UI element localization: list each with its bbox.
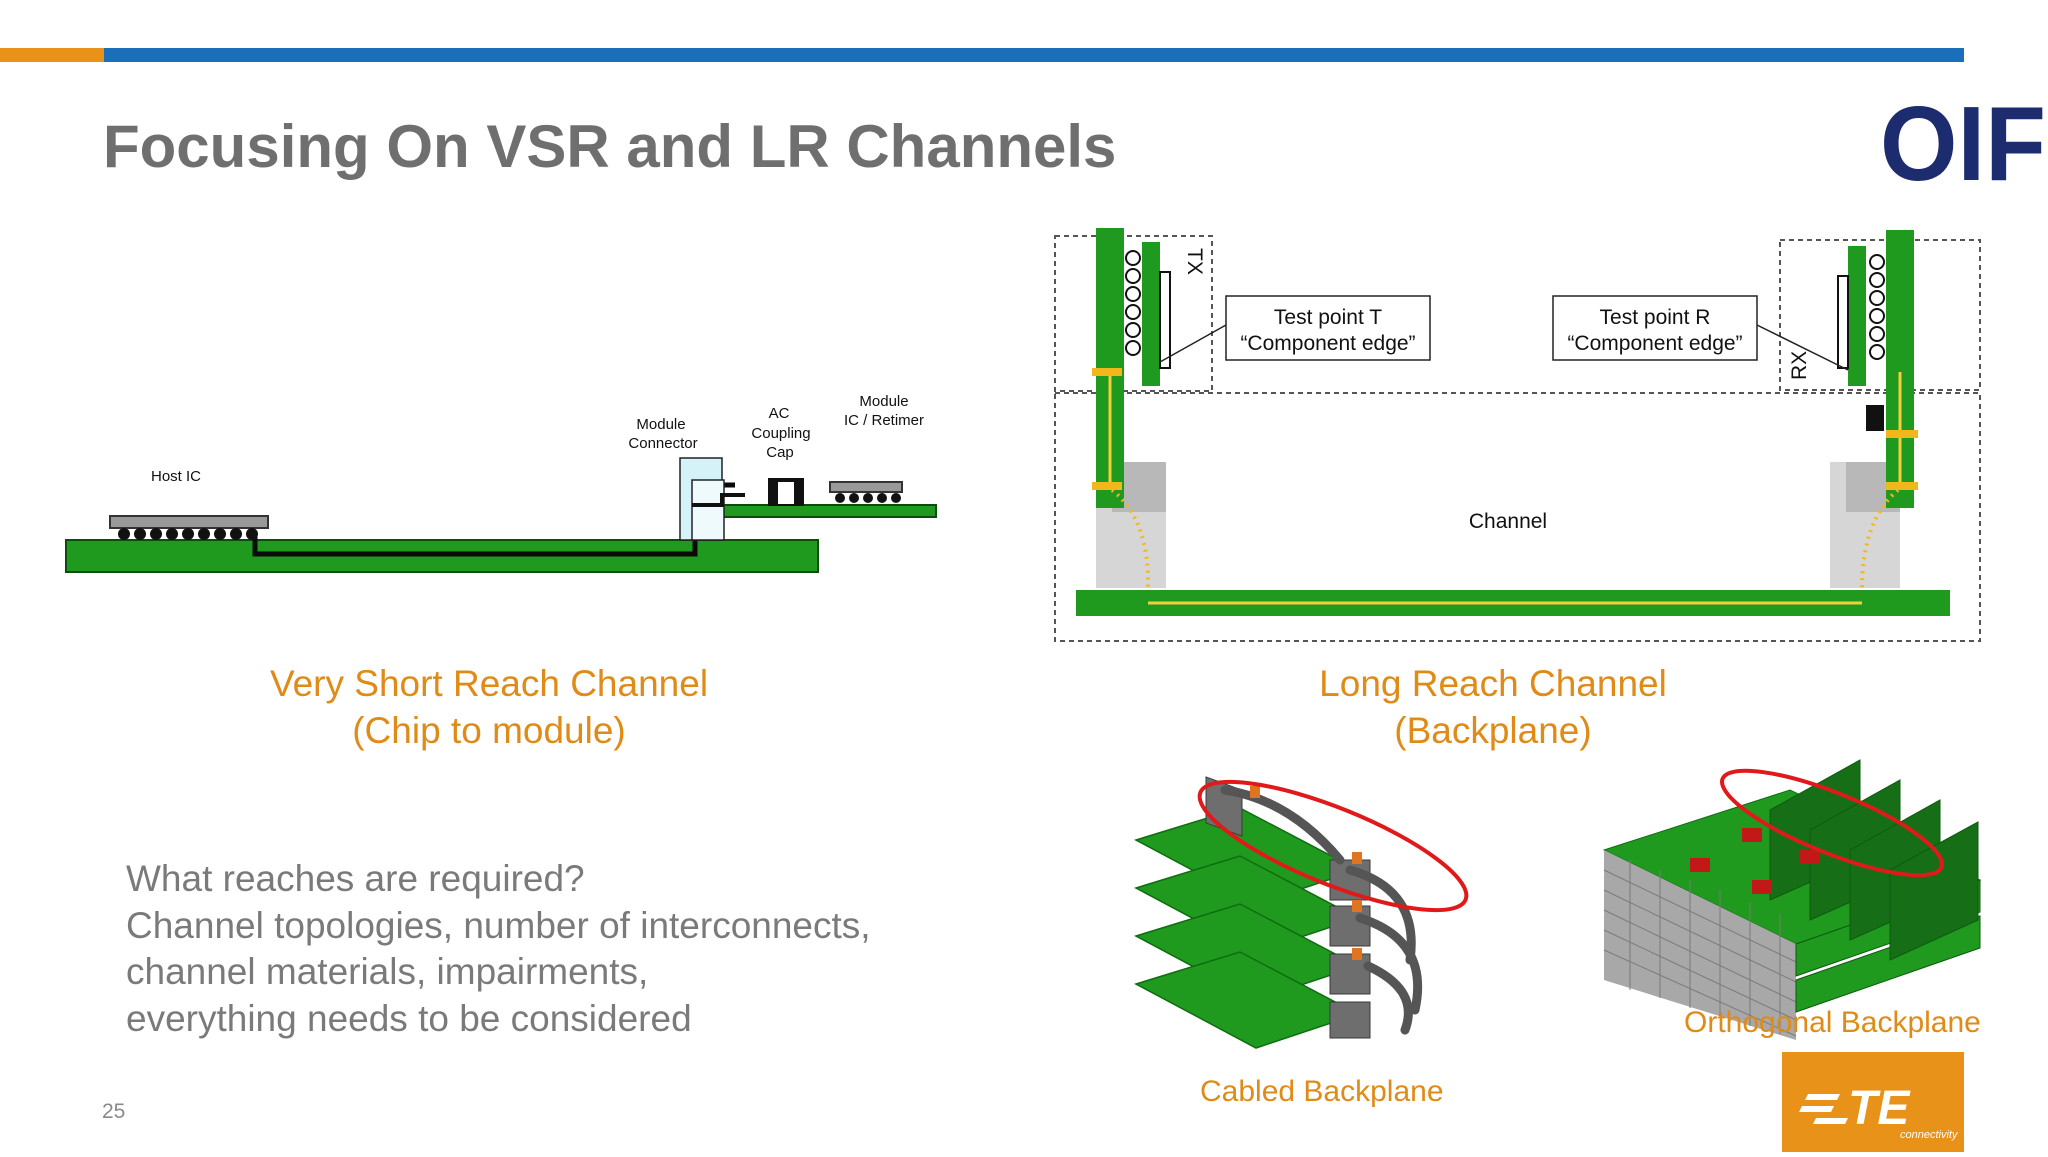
cabled-backplane-caption: Cabled Backplane xyxy=(1200,1075,1444,1108)
slide-title: Focusing On VSR and LR Channels xyxy=(103,113,1117,180)
test-point-r-label-1: Test point R xyxy=(1600,306,1711,329)
orthogonal-backplane-image xyxy=(1602,759,1982,1040)
te-connectivity-logo: TE connectivity xyxy=(1782,1052,1964,1152)
tx-label: TX xyxy=(1183,248,1206,275)
test-point-r-box xyxy=(1552,295,1758,361)
module-board xyxy=(721,504,937,518)
orthogonal-backplane-caption: Orthogonal Backplane xyxy=(1684,1006,1981,1039)
module-ic-package xyxy=(829,481,903,493)
te-logo-mark: TE connectivity xyxy=(1799,1082,1959,1141)
tx-dashed-box xyxy=(1054,235,1213,392)
lr-caption-line1: Long Reach Channel xyxy=(1319,663,1667,704)
rx-dashed-box xyxy=(1779,239,1981,391)
host-ic-balls xyxy=(118,528,258,540)
module-ic-label-2: IC / Retimer xyxy=(844,412,924,429)
slide-number: 25 xyxy=(102,1100,126,1123)
te-logo-tagline: connectivity xyxy=(1900,1129,1959,1141)
lr-diagram: Test point T “Component edge” Test point… xyxy=(1054,228,1981,642)
test-point-r-label-2: “Component edge” xyxy=(1567,332,1742,355)
test-point-t-label-2: “Component edge” xyxy=(1240,332,1415,355)
ac-cap-label-1: AC xyxy=(769,405,790,422)
tx-daughter-card xyxy=(1142,242,1160,386)
body-text: What reaches are required? Channel topol… xyxy=(126,856,871,1042)
ac-cap-label-3: Cap xyxy=(766,444,794,461)
body-line-2: Channel topologies, number of interconne… xyxy=(126,904,871,946)
vsr-diagram: Host IC Module Connector AC Coupling Cap… xyxy=(65,393,937,573)
body-line-3: channel materials, impairments, xyxy=(126,951,649,992)
rx-daughter-card xyxy=(1848,246,1866,386)
rx-label: RX xyxy=(1788,351,1811,380)
cabled-backplane-image xyxy=(1134,776,1469,1049)
cabled-highlight-ellipse xyxy=(1197,779,1469,913)
module-connector-label-2: Connector xyxy=(628,435,697,452)
test-point-t-label-1: Test point T xyxy=(1274,306,1382,329)
body-line-4: everything needs to be considered xyxy=(126,997,692,1039)
vsr-caption-line1: Very Short Reach Channel xyxy=(269,663,709,704)
ac-cap-label-2: Coupling xyxy=(751,425,810,442)
oif-logo: OIF xyxy=(1880,92,2046,188)
module-connector-label-1: Module xyxy=(636,416,685,433)
orthogonal-highlight-ellipse xyxy=(1720,768,1944,878)
lr-caption: Long Reach Channel (Backplane) xyxy=(1310,660,1676,754)
header-bar-orange xyxy=(0,48,104,62)
lr-caption-line2: (Backplane) xyxy=(1394,710,1592,751)
channel-label: Channel xyxy=(1469,510,1547,533)
te-logo-text: TE xyxy=(1848,1082,1911,1135)
oif-logo-text: OIF xyxy=(1880,92,2046,188)
body-line-1: What reaches are required? xyxy=(126,858,585,899)
header-bar-blue xyxy=(104,48,1964,62)
test-point-t-box xyxy=(1225,295,1431,361)
module-ic-label-1: Module xyxy=(859,393,908,410)
host-ic-label: Host IC xyxy=(151,468,201,485)
channel-dashed-box xyxy=(1054,392,1981,642)
vsr-caption-line2: (Chip to module) xyxy=(352,710,626,751)
vsr-caption: Very Short Reach Channel (Chip to module… xyxy=(262,660,716,754)
host-ic-package xyxy=(109,515,269,529)
